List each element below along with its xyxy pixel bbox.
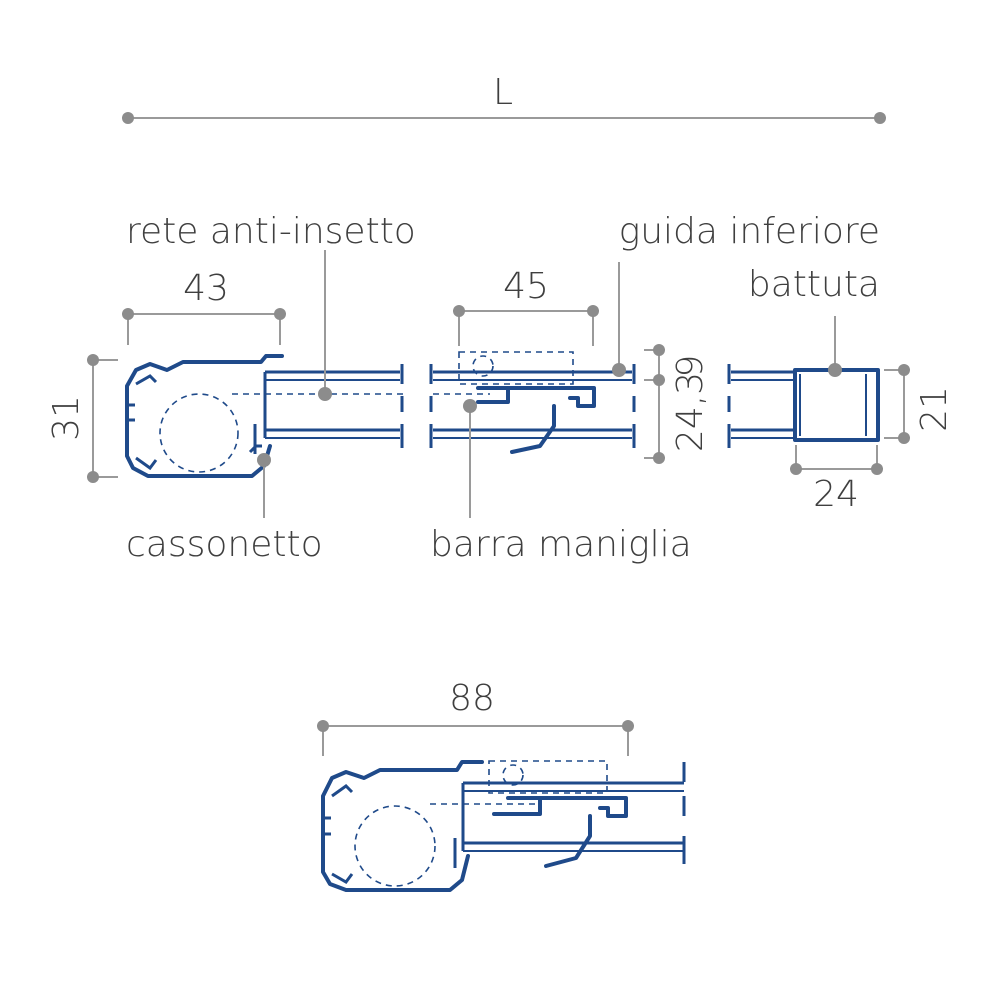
leader-box xyxy=(257,453,271,518)
rails-left xyxy=(263,364,404,448)
leader-lower-guide xyxy=(612,262,626,377)
leader-stop-profile xyxy=(828,316,842,377)
assembled-profile xyxy=(321,760,686,892)
dimension-stop-height: 21 xyxy=(884,364,955,444)
dimension-cassonetto-height: 31 xyxy=(46,354,118,483)
dimension-stop-width-label: 24 xyxy=(813,474,859,515)
label-box: cassonetto xyxy=(126,524,323,565)
dimension-stop-width: 24 xyxy=(790,445,883,515)
dimension-guide-offset-label: 9 xyxy=(670,355,711,378)
label-insect-screen: rete anti-insetto xyxy=(126,211,416,252)
dimension-handle-bar-width-label: 45 xyxy=(503,266,549,307)
dimension-cassonetto-height-label: 31 xyxy=(46,395,87,441)
dimension-assembled-width-label: 88 xyxy=(449,678,495,719)
dimension-stop-height-label: 21 xyxy=(914,386,955,432)
cassonetto-profile xyxy=(125,354,405,478)
dimension-overall-length: L xyxy=(122,72,886,124)
dimension-handle-bar-height: 24,3 9 xyxy=(644,344,711,464)
dimension-assembled-width: 88 xyxy=(317,678,634,756)
label-handle-bar: barra maniglia xyxy=(430,524,692,565)
stop-profile xyxy=(727,364,880,448)
leader-handle-bar xyxy=(463,399,477,518)
dimension-cassonetto-width-label: 43 xyxy=(183,268,229,309)
dimension-handle-bar-width: 45 xyxy=(453,266,599,346)
label-stop-profile: battuta xyxy=(748,264,880,305)
label-lower-guide: guida inferiore xyxy=(619,211,880,252)
dimension-cassonetto-width: 43 xyxy=(122,268,286,345)
leader-insect-screen xyxy=(318,250,332,401)
dimension-handle-bar-height-label: 24,3 xyxy=(670,372,711,452)
handle-bar-profile xyxy=(429,351,636,454)
dimension-overall-length-label: L xyxy=(493,72,513,113)
